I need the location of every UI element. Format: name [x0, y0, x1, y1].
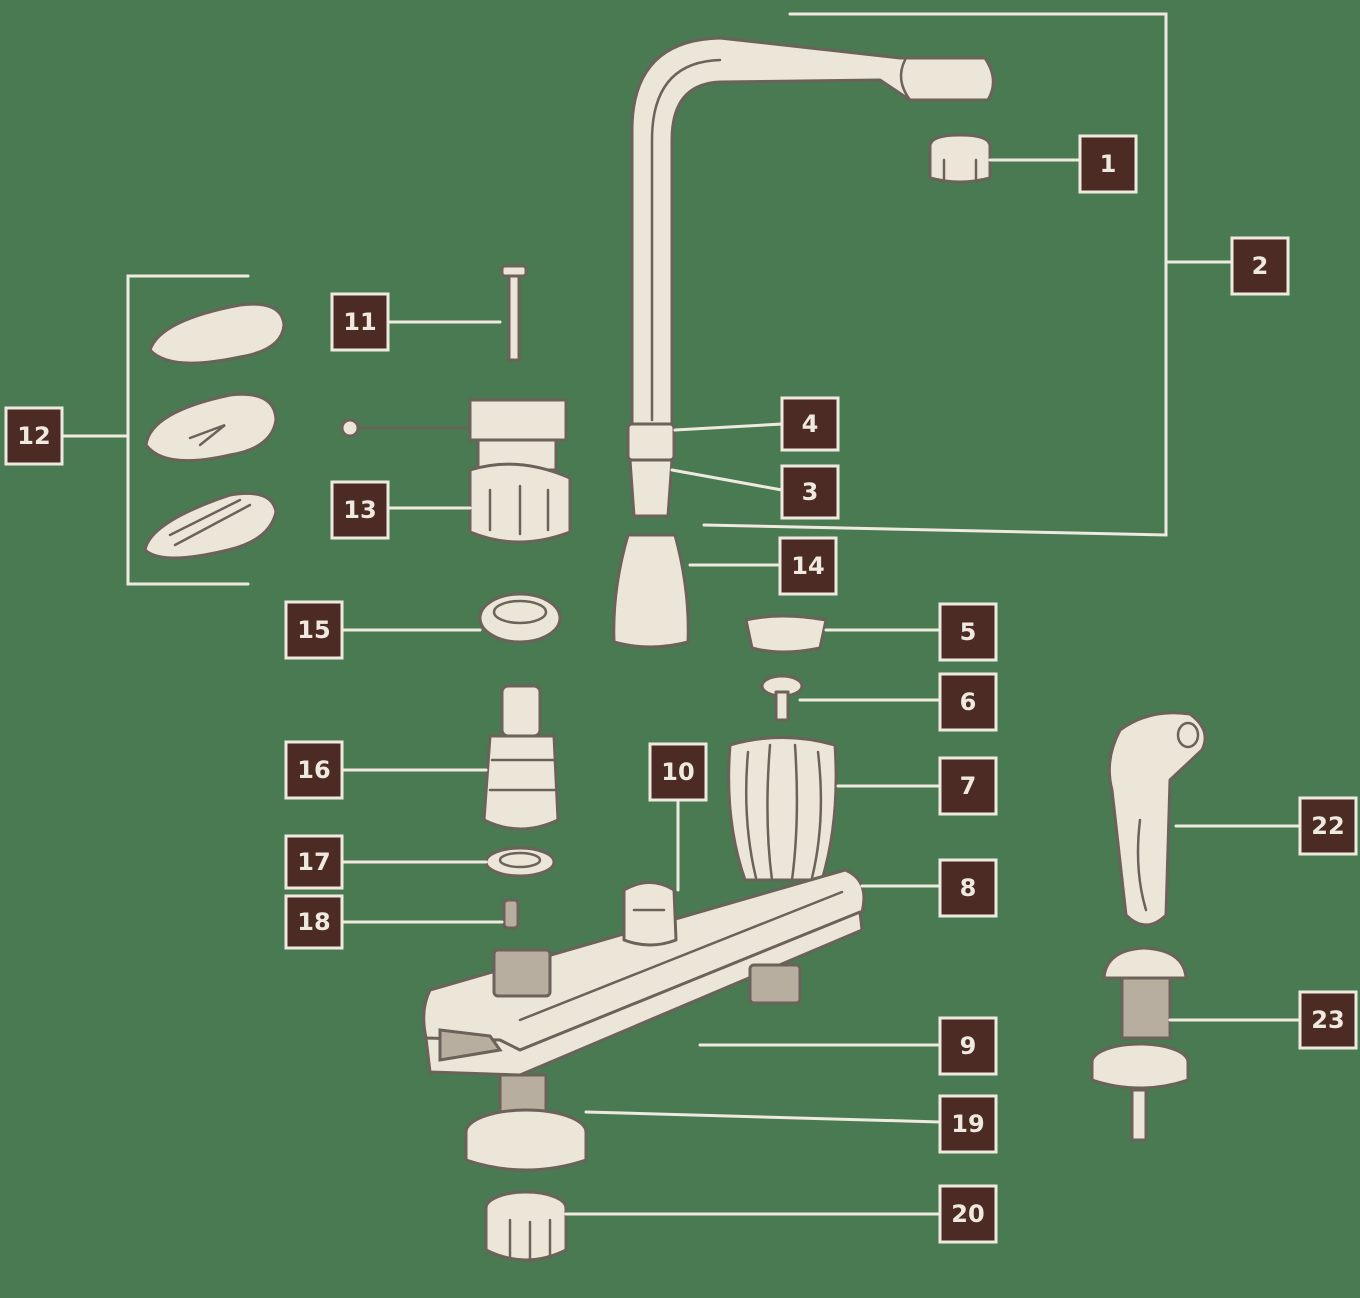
- handle-adapter: [340, 398, 572, 544]
- svg-text:22: 22: [1311, 812, 1344, 840]
- shank-nut: [464, 1073, 588, 1172]
- callout-9: 9: [938, 1016, 998, 1076]
- valve-seat: [622, 881, 678, 947]
- svg-text:5: 5: [960, 618, 977, 646]
- svg-text:19: 19: [951, 1110, 984, 1138]
- svg-text:9: 9: [960, 1032, 977, 1060]
- svg-text:6: 6: [960, 688, 977, 716]
- callout-10: 10: [648, 742, 708, 802]
- callout-13: 13: [330, 480, 390, 540]
- knob-screw: [760, 674, 804, 722]
- callout-6: 6: [938, 672, 998, 732]
- callout-15: 15: [284, 600, 344, 660]
- cartridge-washer: [484, 846, 556, 878]
- leader-lines: [60, 12, 1302, 1216]
- bonnet-nut: [478, 592, 562, 644]
- svg-text:1: 1: [1100, 150, 1117, 178]
- svg-text:15: 15: [297, 616, 330, 644]
- svg-text:16: 16: [297, 756, 330, 784]
- lever-handle-variants: [143, 302, 286, 560]
- callout-3: 3: [780, 464, 840, 520]
- svg-text:23: 23: [1311, 1006, 1344, 1034]
- svg-text:7: 7: [960, 772, 977, 800]
- callout-1: 1: [1078, 134, 1138, 194]
- aerator: [928, 133, 992, 184]
- callout-14: 14: [778, 536, 838, 596]
- callout-16: 16: [284, 740, 344, 800]
- valve-cartridge: [482, 684, 560, 831]
- callout-5: 5: [938, 602, 998, 662]
- knob-cap: [744, 614, 828, 654]
- svg-text:11: 11: [343, 308, 376, 336]
- sprayer-base: [1090, 946, 1190, 1142]
- handle-screw: [500, 264, 528, 362]
- callout-7: 7: [938, 756, 998, 816]
- callout-11: 11: [330, 292, 390, 352]
- callout-12: 12: [4, 406, 64, 466]
- sprayer-head: [1107, 711, 1207, 927]
- svg-text:8: 8: [960, 874, 977, 902]
- callout-22: 22: [1298, 796, 1358, 856]
- handle-sleeve: [612, 533, 690, 649]
- svg-text:10: 10: [661, 758, 694, 786]
- callout-20: 20: [938, 1184, 998, 1244]
- callout-17: 17: [284, 834, 344, 890]
- svg-text:2: 2: [1252, 252, 1269, 280]
- svg-text:17: 17: [297, 848, 330, 876]
- svg-text:18: 18: [297, 908, 330, 936]
- faucet-body: [422, 868, 866, 1077]
- svg-text:3: 3: [802, 478, 819, 506]
- callout-8: 8: [938, 858, 998, 918]
- callout-19: 19: [938, 1094, 998, 1154]
- fluted-knob: [727, 736, 838, 882]
- callout-4: 4: [780, 396, 840, 452]
- callout-23: 23: [1298, 990, 1358, 1050]
- svg-text:4: 4: [802, 410, 819, 438]
- seat-spring: [502, 898, 520, 930]
- spout-tube: [630, 36, 995, 427]
- svg-text:13: 13: [343, 496, 376, 524]
- svg-text:12: 12: [17, 422, 50, 450]
- svg-text:14: 14: [791, 552, 824, 580]
- svg-text:20: 20: [951, 1200, 984, 1228]
- callout-18: 18: [284, 894, 344, 950]
- coupling-nut: [484, 1190, 568, 1264]
- spout-collar: [626, 422, 676, 518]
- callout-2: 2: [1230, 236, 1290, 296]
